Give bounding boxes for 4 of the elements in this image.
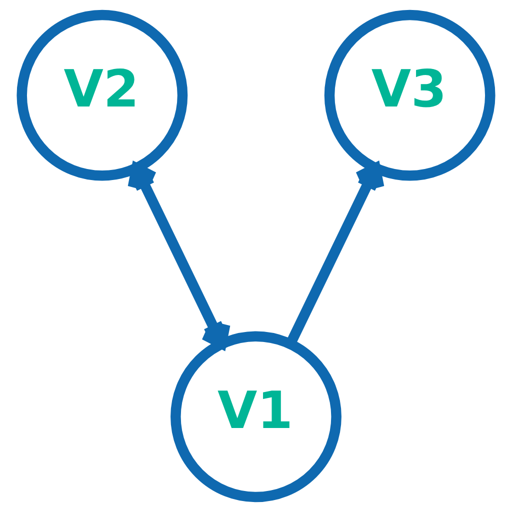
arrow <box>128 163 230 349</box>
node-circle: V3 <box>324 10 496 181</box>
node-circle: V1 <box>170 331 342 502</box>
node-circle: V2 <box>16 10 188 181</box>
